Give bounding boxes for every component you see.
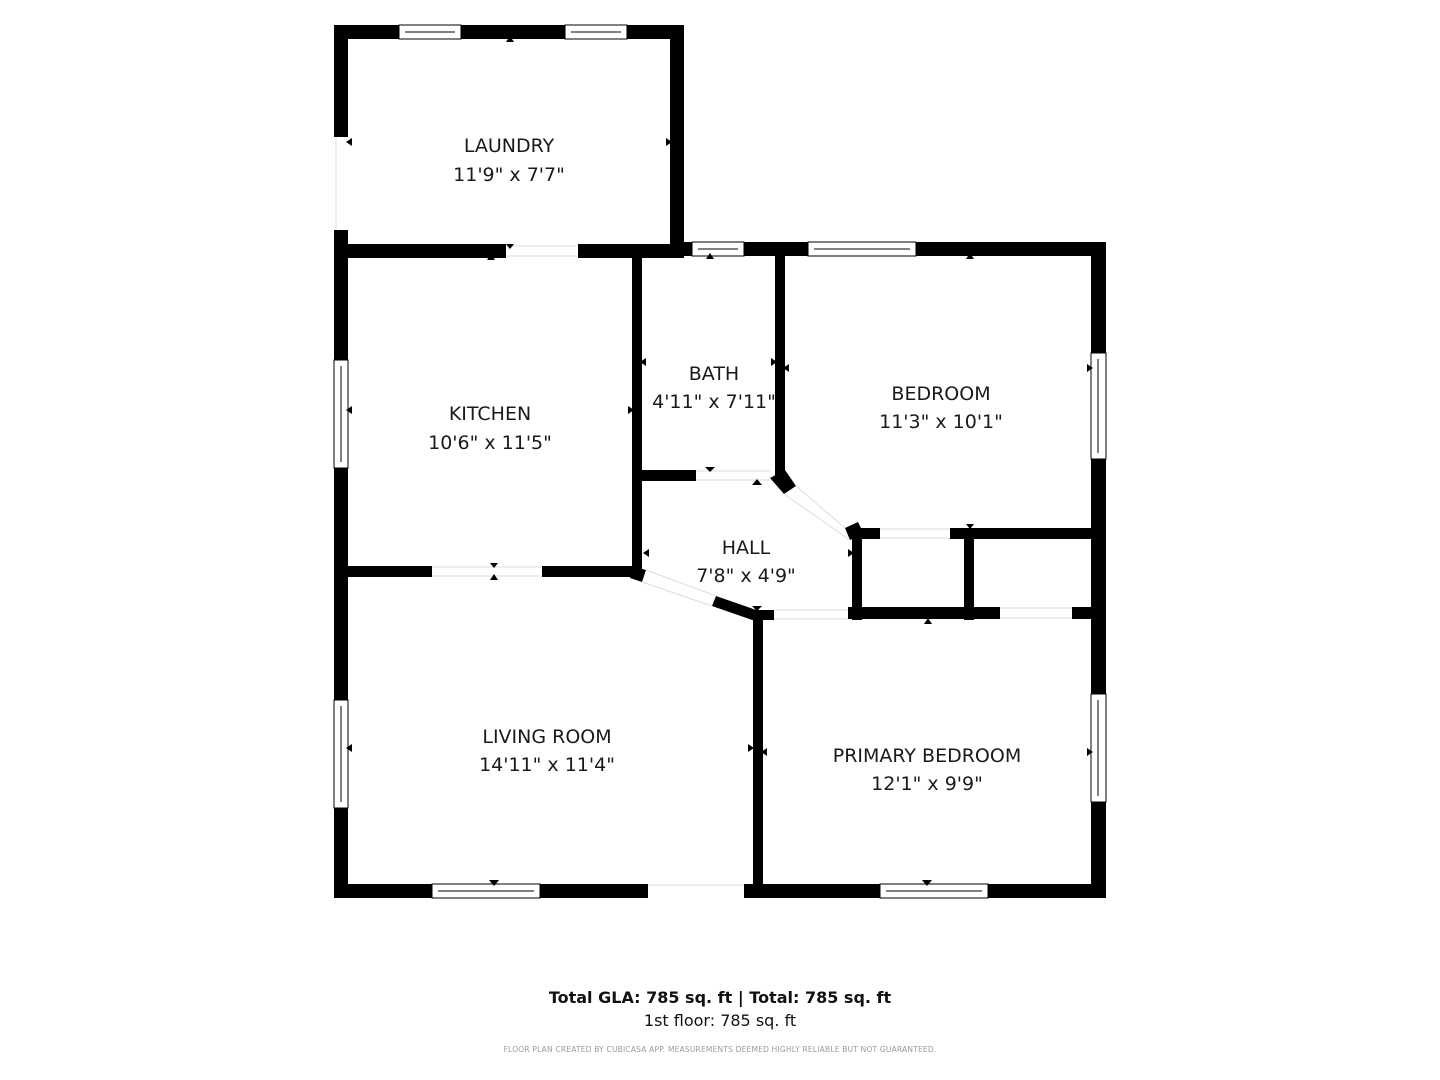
wall xyxy=(578,244,684,258)
wall xyxy=(950,528,1092,539)
room-name-living-room: LIVING ROOM xyxy=(482,726,611,748)
room-dims-kitchen: 10'6" x 11'5" xyxy=(428,432,552,454)
room-dims-living-room: 14'11" x 11'4" xyxy=(479,754,615,776)
wall xyxy=(850,528,880,539)
room-name-laundry: LAUNDRY xyxy=(464,135,555,157)
wall xyxy=(334,566,432,577)
wall xyxy=(852,528,862,620)
room-name-kitchen: KITCHEN xyxy=(449,403,531,425)
wall xyxy=(670,25,684,257)
wall xyxy=(770,470,796,494)
wall xyxy=(334,244,506,258)
wall xyxy=(334,25,684,39)
room-dims-bath: 4'11" x 7'11" xyxy=(652,391,776,413)
disclaimer: FLOOR PLAN CREATED BY CUBICASA APP. MEAS… xyxy=(503,1045,937,1054)
room-name-bedroom: BEDROOM xyxy=(891,383,990,405)
room-dims-laundry: 11'9" x 7'7" xyxy=(453,164,565,186)
floor-area: 1st floor: 785 sq. ft xyxy=(643,1011,797,1030)
room-labels: LAUNDRY 11'9" x 7'7" KITCHEN 10'6" x 11'… xyxy=(428,135,1021,795)
wall xyxy=(642,470,696,481)
room-name-hall: HALL xyxy=(722,537,771,559)
total-area: Total GLA: 785 sq. ft | Total: 785 sq. f… xyxy=(548,988,892,1007)
wall xyxy=(632,256,642,576)
wall xyxy=(712,596,762,622)
room-dims-primary-bedroom: 12'1" x 9'9" xyxy=(871,773,983,795)
wall xyxy=(334,25,348,137)
room-dims-hall: 7'8" x 4'9" xyxy=(696,565,796,587)
wall xyxy=(542,566,642,577)
windows xyxy=(333,24,1107,899)
measurement-markers xyxy=(346,36,1093,886)
room-name-primary-bedroom: PRIMARY BEDROOM xyxy=(833,745,1021,767)
wall xyxy=(964,528,974,620)
walls xyxy=(334,25,1106,898)
wall xyxy=(753,612,763,898)
wall xyxy=(1072,607,1106,619)
room-name-bath: BATH xyxy=(689,363,739,385)
wall xyxy=(775,256,785,482)
room-dims-bedroom: 11'3" x 10'1" xyxy=(879,411,1003,433)
openings xyxy=(335,137,1072,886)
wall xyxy=(848,607,1000,619)
wall xyxy=(630,566,646,582)
